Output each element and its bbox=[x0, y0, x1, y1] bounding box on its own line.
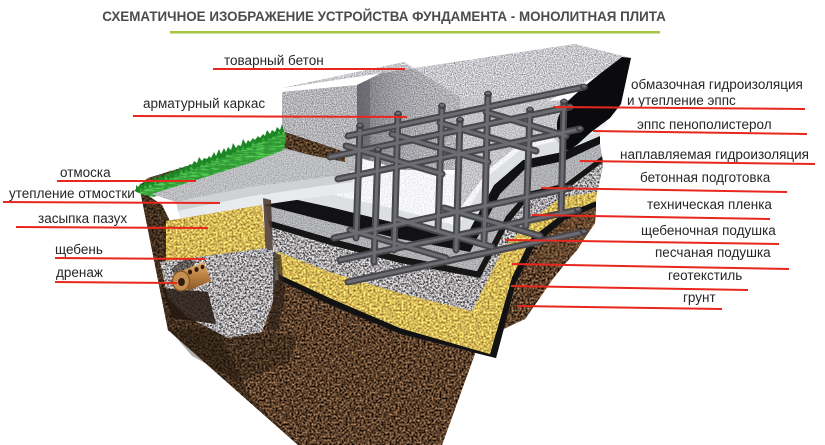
svg-text:засыпка пазух: засыпка пазух bbox=[38, 211, 127, 226]
svg-text:утепление отмостки: утепление отмостки bbox=[9, 186, 135, 201]
svg-text:эппс пенополистерол: эппс пенополистерол bbox=[637, 117, 772, 132]
svg-text:дренаж: дренаж bbox=[56, 265, 103, 280]
svg-text:арматурный каркас: арматурный каркас bbox=[143, 96, 265, 111]
svg-text:обмазочная гидроизоляция: обмазочная гидроизоляция bbox=[631, 77, 803, 92]
svg-text:отмоска: отмоска bbox=[60, 165, 111, 180]
svg-text:щебень: щебень bbox=[55, 242, 103, 257]
svg-text:щебеночная подушка: щебеночная подушка bbox=[641, 223, 776, 238]
svg-text:песчаная подушка: песчаная подушка bbox=[655, 245, 771, 260]
svg-text:наплавляемая гидроизоляция: наплавляемая гидроизоляция bbox=[620, 147, 809, 162]
svg-text:техническая пленка: техническая пленка bbox=[647, 197, 772, 212]
svg-text:грунт: грунт bbox=[683, 290, 716, 305]
svg-text:СХЕМАТИЧНОЕ ИЗОБРАЖЕНИЕ УСТРОЙ: СХЕМАТИЧНОЕ ИЗОБРАЖЕНИЕ УСТРОЙСТВА ФУНДА… bbox=[102, 9, 666, 24]
svg-text:геотекстиль: геотекстиль bbox=[668, 268, 742, 283]
svg-text:и утепление эппс: и утепление эппс bbox=[627, 93, 736, 108]
svg-text:товарный бетон: товарный бетон bbox=[224, 53, 324, 68]
svg-text:бетонная подготовка: бетонная подготовка bbox=[640, 170, 771, 185]
